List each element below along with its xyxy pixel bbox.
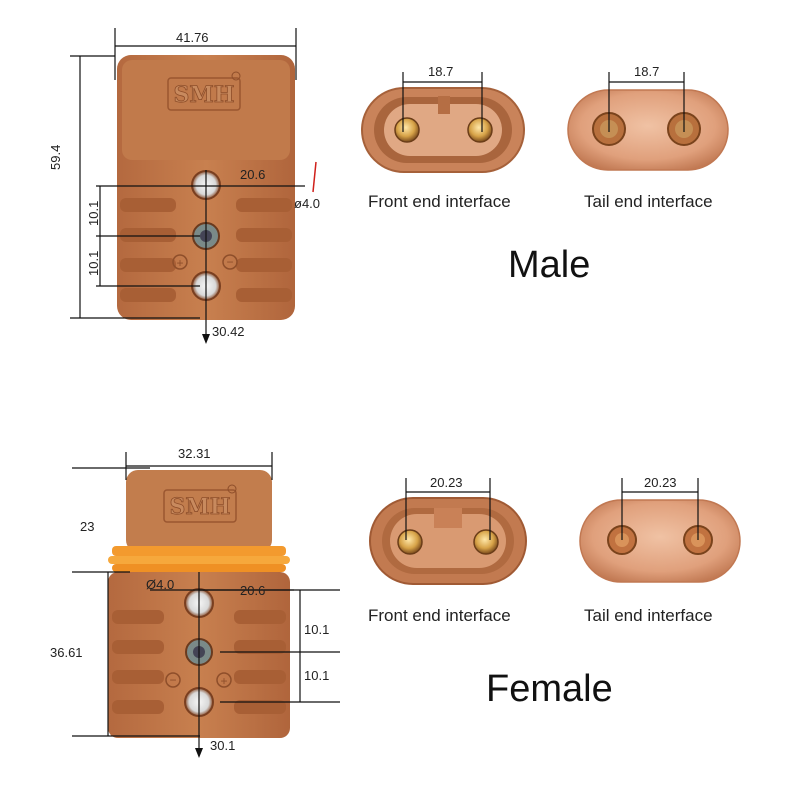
male-tail-caption: Tail end interface — [584, 192, 713, 211]
female-logo: SMH — [163, 484, 237, 523]
female-front-dimension — [405, 478, 491, 540]
male-pin-offset-label: 20.6 — [240, 167, 266, 182]
male-tail-spacing-label: 18.7 — [634, 64, 660, 79]
female-tail-spacing-label: 20.23 — [644, 475, 677, 490]
male-logo: SMH — [167, 71, 241, 111]
female-pitch-upper-label: 10.1 — [304, 622, 330, 637]
svg-text:−: − — [169, 673, 176, 687]
female-pin-offset-label: 20.6 — [240, 583, 266, 598]
female-tail-caption: Tail end interface — [584, 606, 713, 625]
male-pitch-upper-label: 10.1 — [86, 200, 101, 226]
male-front-dimension — [402, 72, 483, 132]
svg-text:+: + — [176, 256, 183, 270]
male-height-label: 59.4 — [48, 144, 63, 170]
male-front-caption: Front end interface — [368, 192, 511, 211]
female-front-caption: Front end interface — [368, 606, 511, 625]
female-front-spacing-label: 20.23 — [430, 475, 463, 490]
female-width-label: 32.31 — [178, 446, 211, 461]
male-pitch-lower-label: 10.1 — [86, 250, 101, 276]
male-title: Male — [508, 244, 591, 286]
svg-text:−: − — [226, 255, 233, 269]
female-dimension-lines — [72, 452, 340, 752]
female-tail-interface — [579, 499, 741, 583]
female-depth-label: 30.1 — [210, 738, 236, 753]
svg-text:+: + — [220, 674, 227, 688]
male-tail-dimension — [608, 72, 685, 132]
female-top-height-label: 23 — [80, 519, 95, 534]
female-hole-dia-label: Ø4.0 — [146, 577, 175, 592]
male-hole-dia-label: ø4.0 — [294, 196, 321, 211]
svg-text:SMH: SMH — [169, 494, 230, 520]
female-pitch-lower-label: 10.1 — [304, 668, 330, 683]
female-body-height-label: 36.61 — [50, 645, 83, 660]
male-front-spacing-label: 18.7 — [428, 64, 454, 79]
female-tail-dimension — [621, 478, 699, 540]
female-front-interface — [369, 497, 527, 585]
male-depth-label: 30.42 — [212, 324, 245, 339]
female-title: Female — [486, 668, 613, 710]
svg-text:SMH: SMH — [173, 82, 234, 108]
male-width-label: 41.76 — [176, 30, 209, 45]
male-front-interface — [361, 87, 525, 173]
male-tail-interface — [567, 89, 729, 171]
male-dimension-lines — [70, 28, 305, 338]
